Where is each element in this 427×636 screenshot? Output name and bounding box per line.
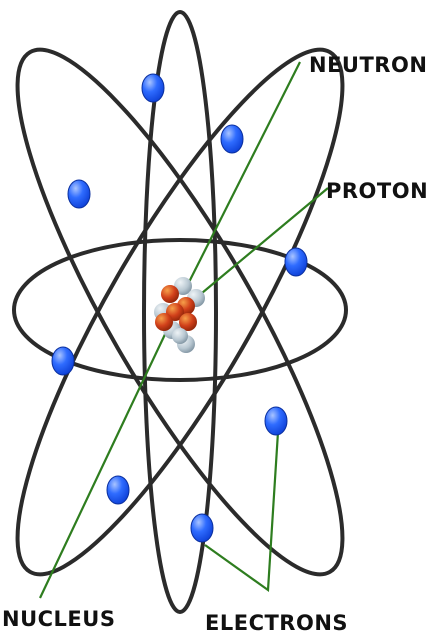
electrons-leader-line bbox=[204, 431, 280, 593]
orbit-tilted-right bbox=[15, 47, 345, 577]
electrons-label: ELECTRONS bbox=[205, 611, 348, 635]
electron bbox=[264, 406, 288, 436]
nucleus bbox=[154, 277, 205, 353]
orbits bbox=[12, 10, 348, 614]
electron bbox=[141, 73, 165, 103]
electron bbox=[220, 124, 244, 154]
neutron-label: NEUTRON bbox=[309, 53, 427, 77]
nucleus-label: NUCLEUS bbox=[2, 607, 115, 631]
electron bbox=[284, 247, 308, 277]
leader-lines bbox=[39, 61, 329, 599]
proton-particle bbox=[155, 313, 173, 331]
orbit-tilted-left bbox=[15, 47, 345, 577]
proton-particle bbox=[179, 313, 197, 331]
electron bbox=[106, 475, 130, 505]
orbit-horizontal bbox=[12, 238, 348, 382]
nucleus-leader-line bbox=[39, 327, 169, 599]
neutron-leader-line bbox=[184, 61, 301, 291]
proton-particle bbox=[161, 285, 179, 303]
electron bbox=[51, 346, 75, 376]
orbit-vertical bbox=[142, 10, 218, 614]
electron bbox=[67, 179, 91, 209]
neutron-particle bbox=[172, 328, 188, 344]
electron bbox=[190, 513, 214, 543]
proton-leader-line bbox=[195, 187, 329, 299]
electrons bbox=[51, 73, 308, 543]
proton-label: PROTON bbox=[326, 179, 427, 203]
neutron-particle bbox=[174, 277, 192, 295]
